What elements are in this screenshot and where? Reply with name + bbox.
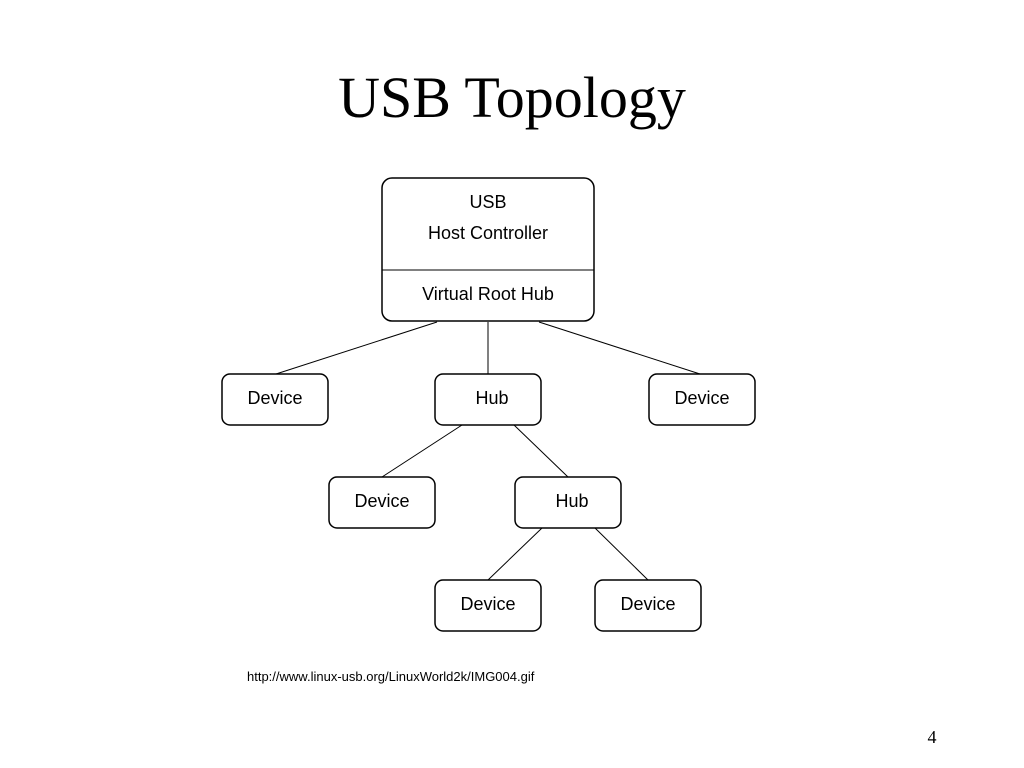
device-node: Device: [594, 579, 702, 632]
host-controller-line1: USB: [469, 192, 506, 212]
host-controller-node: USB Host Controller Virtual Root Hub: [381, 177, 595, 322]
device-label: Device: [674, 388, 729, 408]
device-node: Device: [221, 373, 329, 426]
device-label: Device: [460, 594, 515, 614]
hub-label: Hub: [555, 491, 588, 511]
device-box: [648, 373, 756, 426]
virtual-root-hub-label: Virtual Root Hub: [422, 284, 554, 304]
connector-hub-to-device: [381, 424, 463, 478]
connector-hub-to-hub: [513, 424, 569, 478]
hub-label: Hub: [475, 388, 508, 408]
device-label: Device: [620, 594, 675, 614]
source-url: http://www.linux-usb.org/LinuxWorld2k/IM…: [247, 669, 535, 684]
host-controller-box: [381, 177, 595, 322]
device-node: Device: [328, 476, 436, 529]
device-label: Device: [354, 491, 409, 511]
device-node: Device: [648, 373, 756, 426]
host-controller-line2: Host Controller: [428, 223, 548, 243]
slide-title: USB Topology: [338, 65, 686, 130]
connector-hub2-to-right-device: [594, 527, 649, 581]
connector-root-to-left-device: [275, 321, 438, 375]
device-box: [594, 579, 702, 632]
device-node: Device: [434, 579, 542, 632]
hub-node: Hub: [434, 373, 542, 426]
device-box: [221, 373, 329, 426]
hub-node: Hub: [514, 476, 622, 529]
connector-hub2-to-left-device: [487, 527, 543, 581]
page-number: 4: [927, 727, 937, 747]
device-label: Device: [247, 388, 302, 408]
connectors: [275, 321, 701, 581]
hub-box: [434, 373, 542, 426]
hub-box: [514, 476, 622, 529]
connector-root-to-right-device: [538, 321, 701, 375]
device-box: [328, 476, 436, 529]
device-box: [434, 579, 542, 632]
